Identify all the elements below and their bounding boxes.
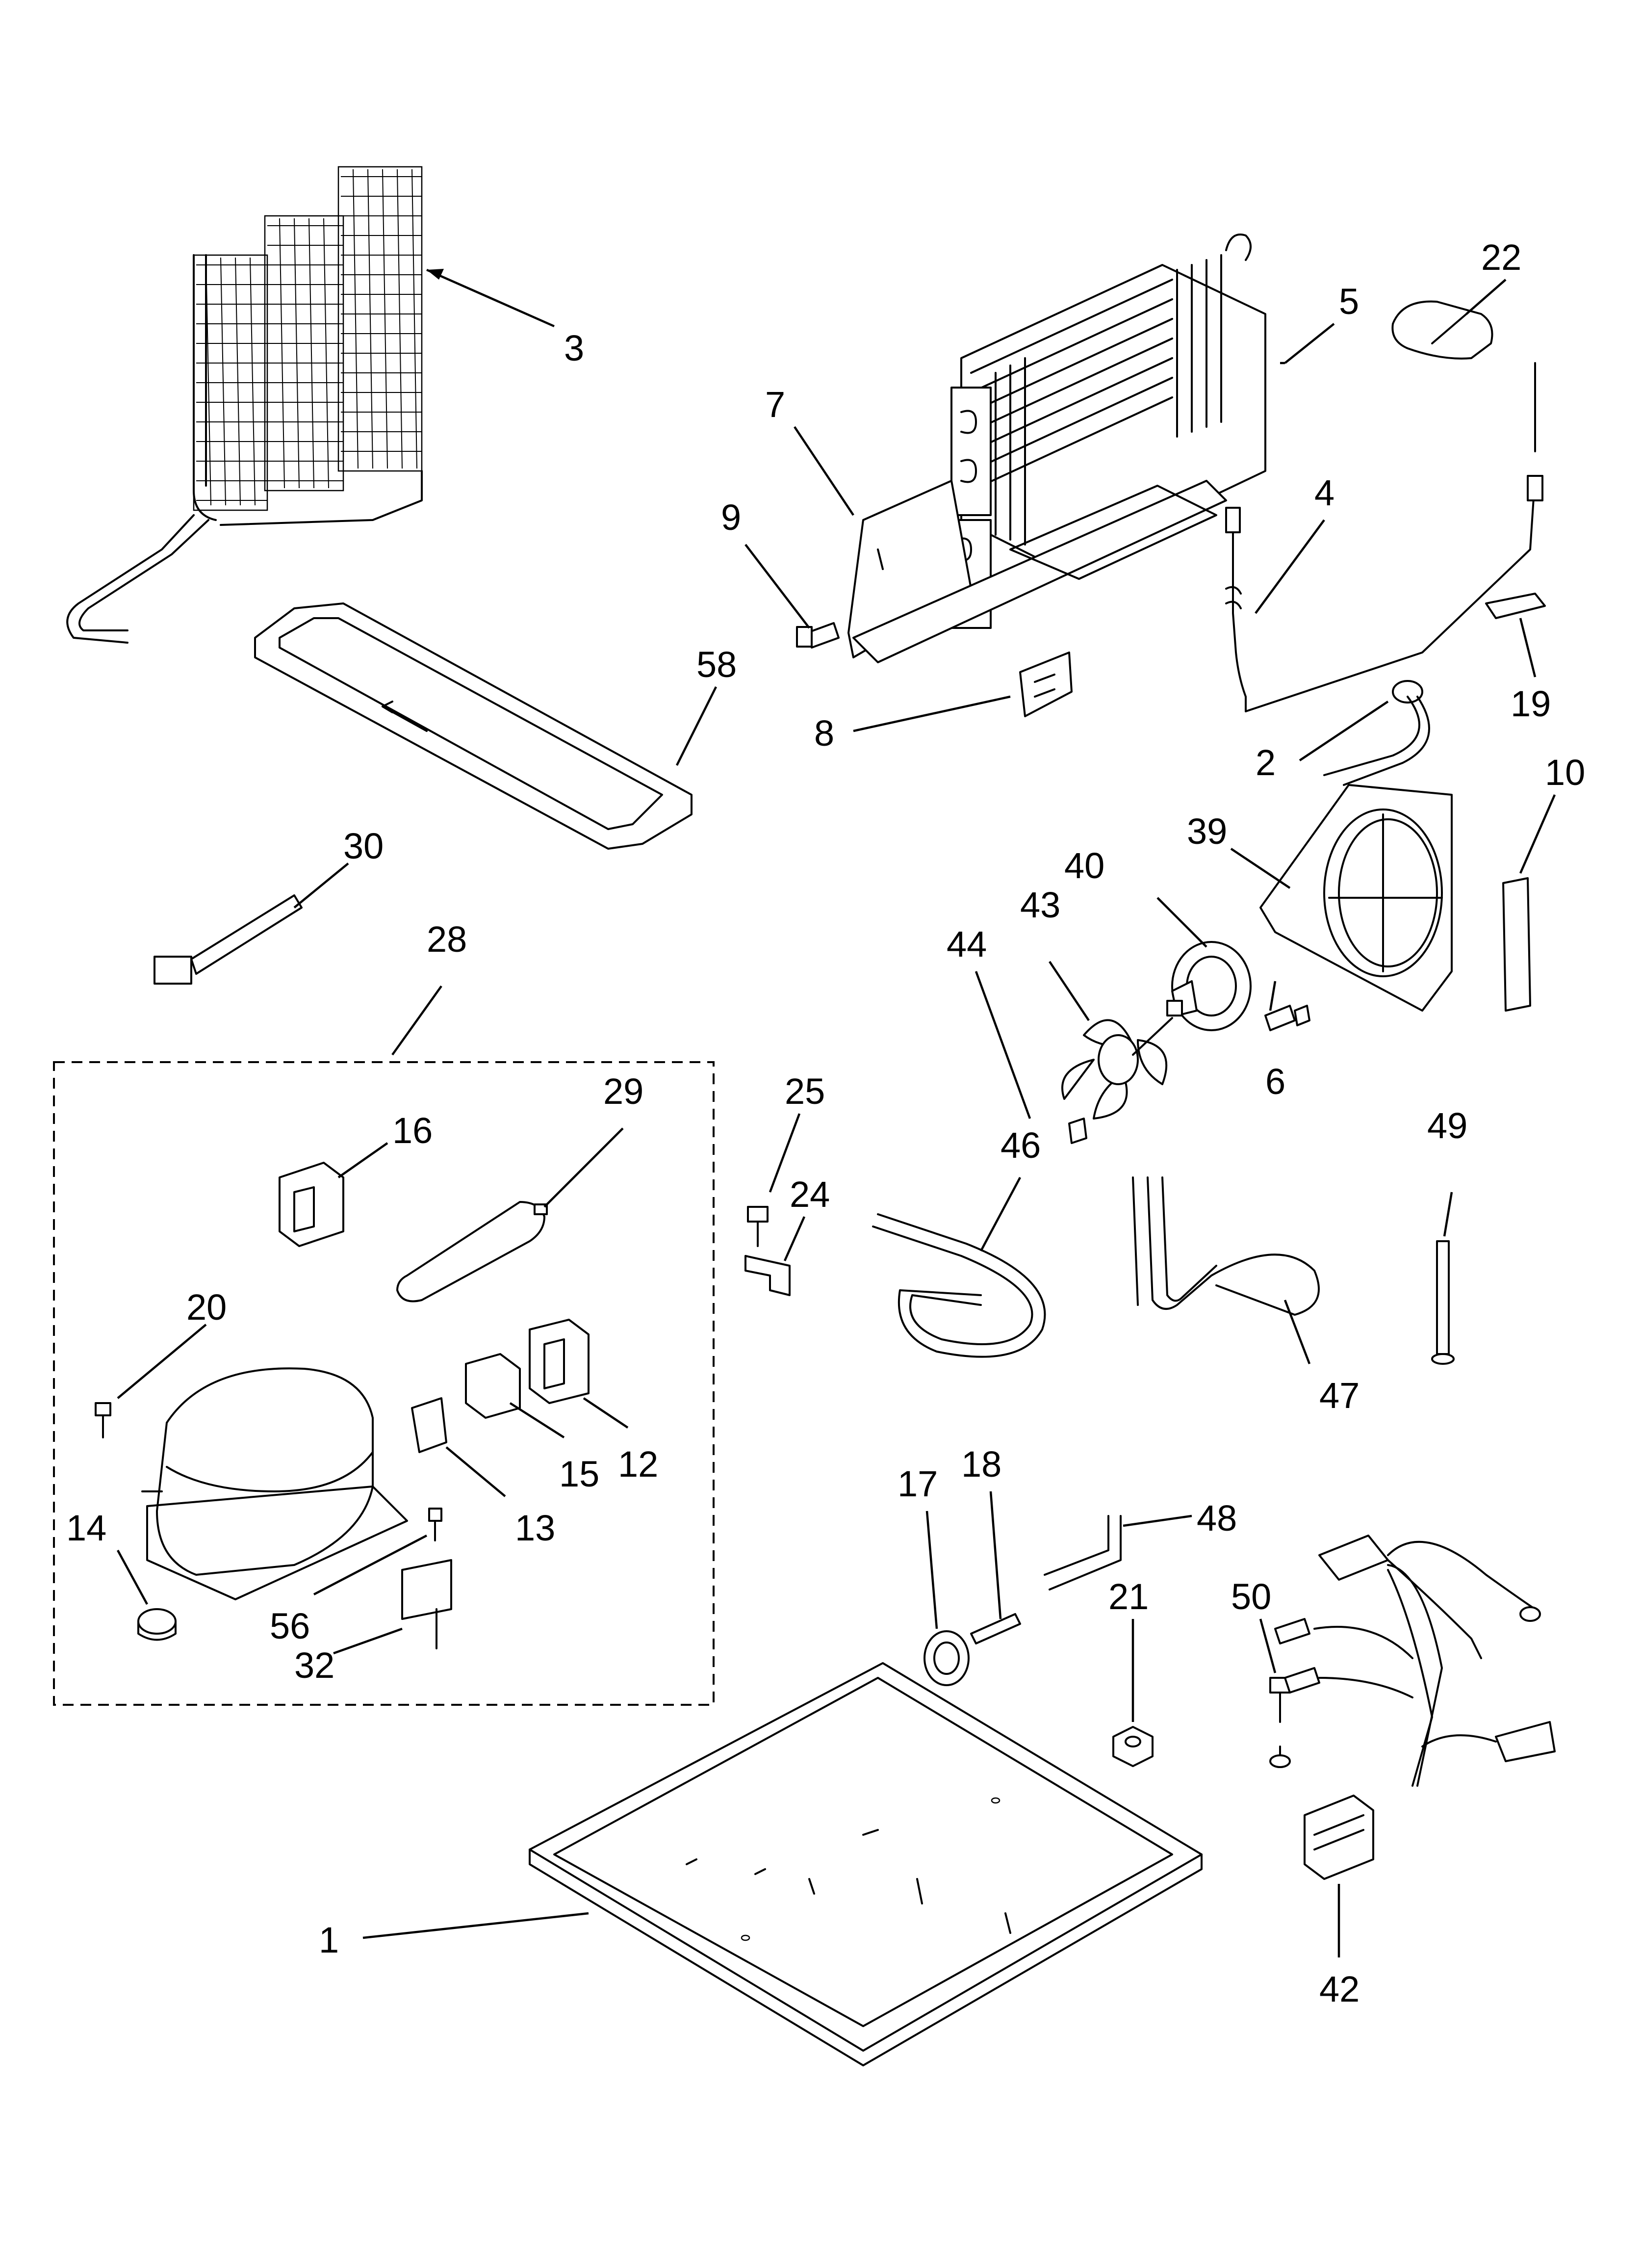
callout-18: 18 [961,1444,1001,1485]
callout-13: 13 [515,1508,555,1548]
part-30-cable-tie [154,894,303,985]
part-15-relay-cover [465,1353,521,1419]
part-49-pin [1431,1240,1455,1365]
callout-58: 58 [696,644,737,685]
callout-29: 29 [603,1071,643,1112]
callout-56: 56 [270,1606,310,1646]
part-2-cord [1323,680,1430,786]
callout-44: 44 [947,924,987,965]
part-5-evaporator [941,234,1266,629]
callout-42: 42 [1319,1969,1360,2009]
part-12-relay [529,1319,590,1404]
part-50-screw [1269,1677,1291,1768]
callout-7: 7 [765,384,785,425]
part-29-drier [396,1201,548,1303]
part-46-tube [872,1213,1046,1358]
callout-labels: 3 22 5 7 9 4 58 8 19 2 10 30 39 40 28 43… [66,237,1585,2009]
part-19-clip [1485,593,1546,619]
callout-8: 8 [814,713,834,754]
callout-43: 43 [1020,885,1060,925]
part-4-sensor [1225,362,1543,712]
callout-1: 1 [319,1920,339,1960]
part-21-nut [1112,1726,1154,1767]
callout-14: 14 [66,1508,106,1548]
compressor [141,1367,408,1600]
callout-19: 19 [1511,683,1551,724]
callout-2: 2 [1256,742,1276,783]
callout-25: 25 [785,1071,825,1112]
part-28-kit-box [53,1061,715,1706]
callout-24: 24 [790,1174,830,1215]
part-6-screw [1264,1005,1310,1031]
callout-4: 4 [1314,472,1334,513]
callout-5: 5 [1339,281,1359,322]
part-3-condenser [66,166,423,644]
part-47-tube [1132,1176,1320,1316]
callout-39: 39 [1187,811,1227,852]
callout-49: 49 [1427,1105,1467,1146]
part-25-screw [747,1206,769,1247]
part-44-clip [1068,1118,1087,1144]
part-24-bracket [744,1255,791,1296]
part-8-clip [1019,652,1073,717]
part-14-grommet [137,1608,177,1641]
callout-9: 9 [721,497,741,538]
callout-22: 22 [1481,237,1521,278]
callout-16: 16 [392,1110,433,1151]
part-7-evaporator-cover [847,480,1227,663]
callout-21: 21 [1108,1576,1149,1617]
part-20-screw [95,1402,111,1438]
part-42-wire-harness [1274,1535,1556,1880]
callout-12: 12 [618,1444,658,1485]
part-32-capacitor [401,1559,452,1649]
part-22-cap [1391,300,1493,360]
callout-20: 20 [186,1287,227,1328]
callout-30: 30 [343,826,384,866]
part-58-drain-pan [254,602,693,850]
callout-3: 3 [564,328,584,368]
part-9-screw [796,622,840,649]
part-39-fan-shroud [1259,784,1453,1012]
callout-47: 47 [1319,1375,1360,1416]
part-18-axle [970,1613,1021,1644]
callout-32: 32 [294,1645,334,1686]
callout-48: 48 [1197,1498,1237,1538]
callout-17: 17 [898,1463,938,1504]
part-40-fan-motor [1166,941,1252,1031]
callout-46: 46 [1001,1125,1041,1166]
part-16-relay [279,1162,344,1247]
callout-6: 6 [1265,1061,1285,1102]
part-10-strip [1502,877,1531,1012]
part-43-fan-blade [1061,1017,1173,1120]
part-17-wheel [924,1630,970,1686]
part-13-overload [411,1397,447,1453]
callout-40: 40 [1064,845,1104,886]
callout-50: 50 [1231,1576,1271,1617]
leader-lines [117,268,1556,1957]
callout-15: 15 [559,1454,599,1494]
callout-10: 10 [1545,752,1585,793]
part-48-tube [1044,1515,1122,1590]
part-1-base [529,1662,1203,2066]
callout-28: 28 [427,919,467,960]
part-56-screw [428,1508,442,1541]
